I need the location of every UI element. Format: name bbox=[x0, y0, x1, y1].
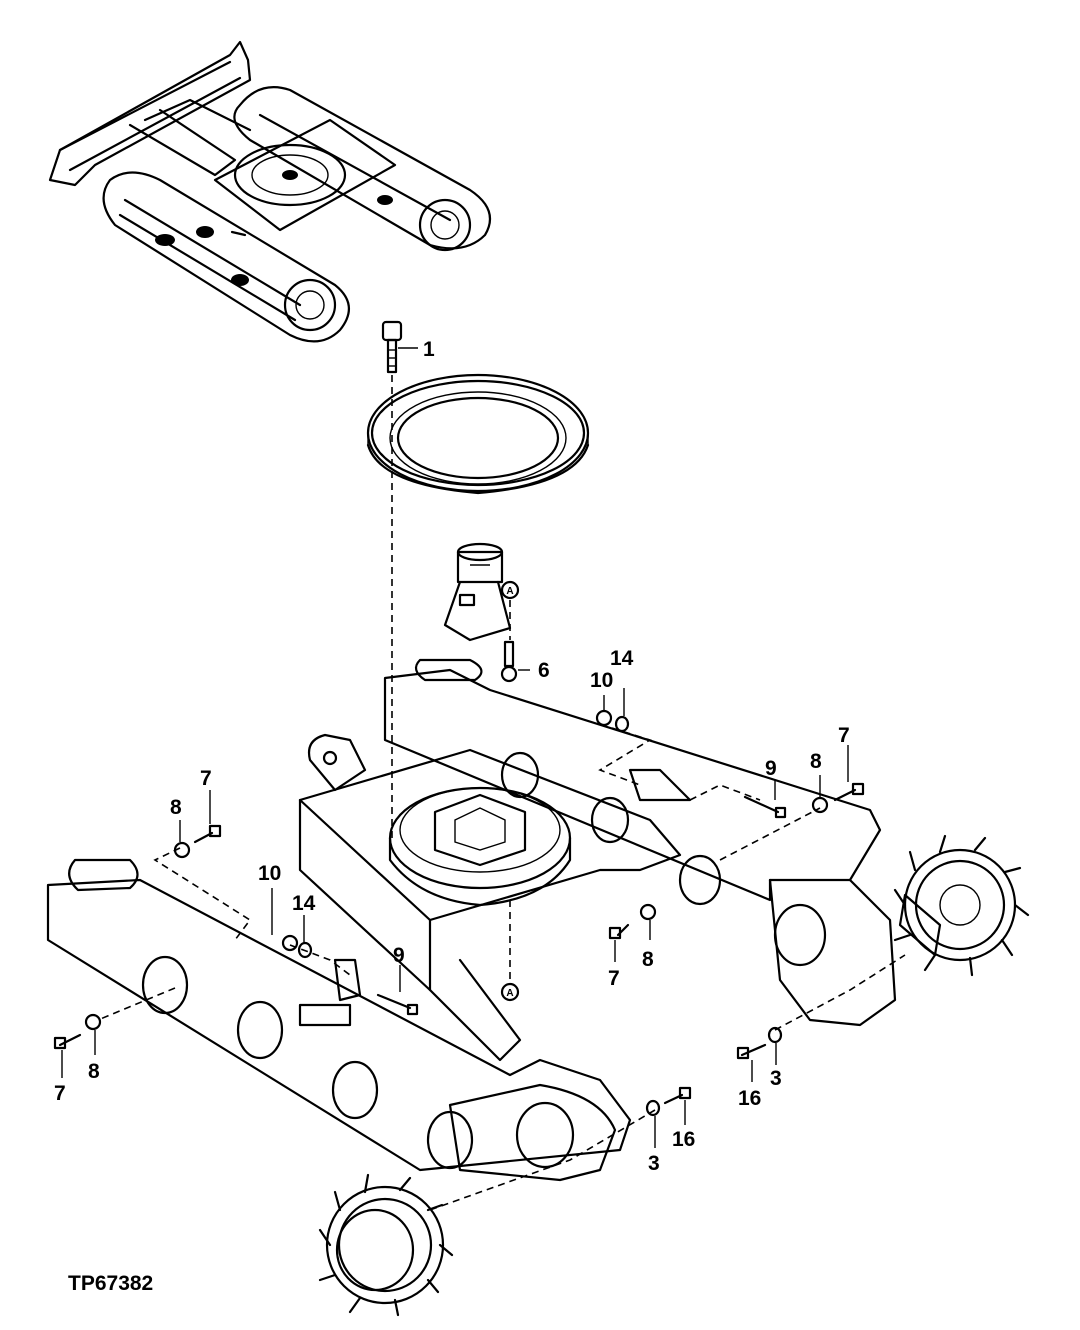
callout-16-right: 16 bbox=[738, 1087, 761, 1110]
callout-7-left: 7 bbox=[200, 767, 212, 790]
callout-3-bottom: 3 bbox=[648, 1152, 660, 1175]
callout-10-upper: 10 bbox=[590, 669, 613, 692]
bolt-part-1 bbox=[381, 320, 403, 374]
hardware bbox=[53, 709, 865, 1117]
callout-7-mid-right: 7 bbox=[608, 967, 620, 990]
reference-mark-label-lower: A bbox=[506, 988, 513, 999]
callout-7-lower-left: 7 bbox=[54, 1082, 66, 1105]
figure-id: TP67382 bbox=[68, 1272, 153, 1295]
callout-9-mid: 9 bbox=[393, 944, 405, 967]
callout-8-upper-right: 8 bbox=[810, 750, 822, 773]
reference-mark-upper bbox=[500, 580, 520, 600]
bolt-part-6 bbox=[500, 640, 518, 683]
track-frame bbox=[46, 658, 897, 1182]
callout-8-mid-right: 8 bbox=[642, 948, 654, 971]
sprocket-right bbox=[893, 834, 1030, 977]
sprocket-left bbox=[318, 1173, 454, 1317]
swing-bearing-ring bbox=[366, 373, 590, 495]
callout-9-upper: 9 bbox=[765, 757, 777, 780]
callout-1: 1 bbox=[423, 338, 435, 361]
callout-3-right: 3 bbox=[770, 1067, 782, 1090]
reference-mark-lower bbox=[500, 982, 520, 1002]
callout-labels: 1 6 10 14 7 8 9 10 14 9 7 8 7 8 7 8 16 3… bbox=[54, 338, 850, 1175]
callout-16-bottom: 16 bbox=[672, 1128, 695, 1151]
assembly-lines bbox=[97, 727, 906, 1211]
leader-lines bbox=[61, 347, 849, 1148]
callout-14-upper: 14 bbox=[610, 647, 634, 670]
callout-7-upper-right: 7 bbox=[838, 724, 850, 747]
center-joint bbox=[443, 542, 512, 642]
callout-14-mid: 14 bbox=[292, 892, 316, 915]
callout-8-lower-left: 8 bbox=[88, 1060, 100, 1083]
callout-6: 6 bbox=[538, 659, 550, 682]
reference-mark-label: A bbox=[506, 586, 513, 597]
undercarriage-assembly-inset bbox=[48, 40, 492, 343]
callout-8-left: 8 bbox=[170, 796, 182, 819]
callout-10-mid: 10 bbox=[258, 862, 281, 885]
